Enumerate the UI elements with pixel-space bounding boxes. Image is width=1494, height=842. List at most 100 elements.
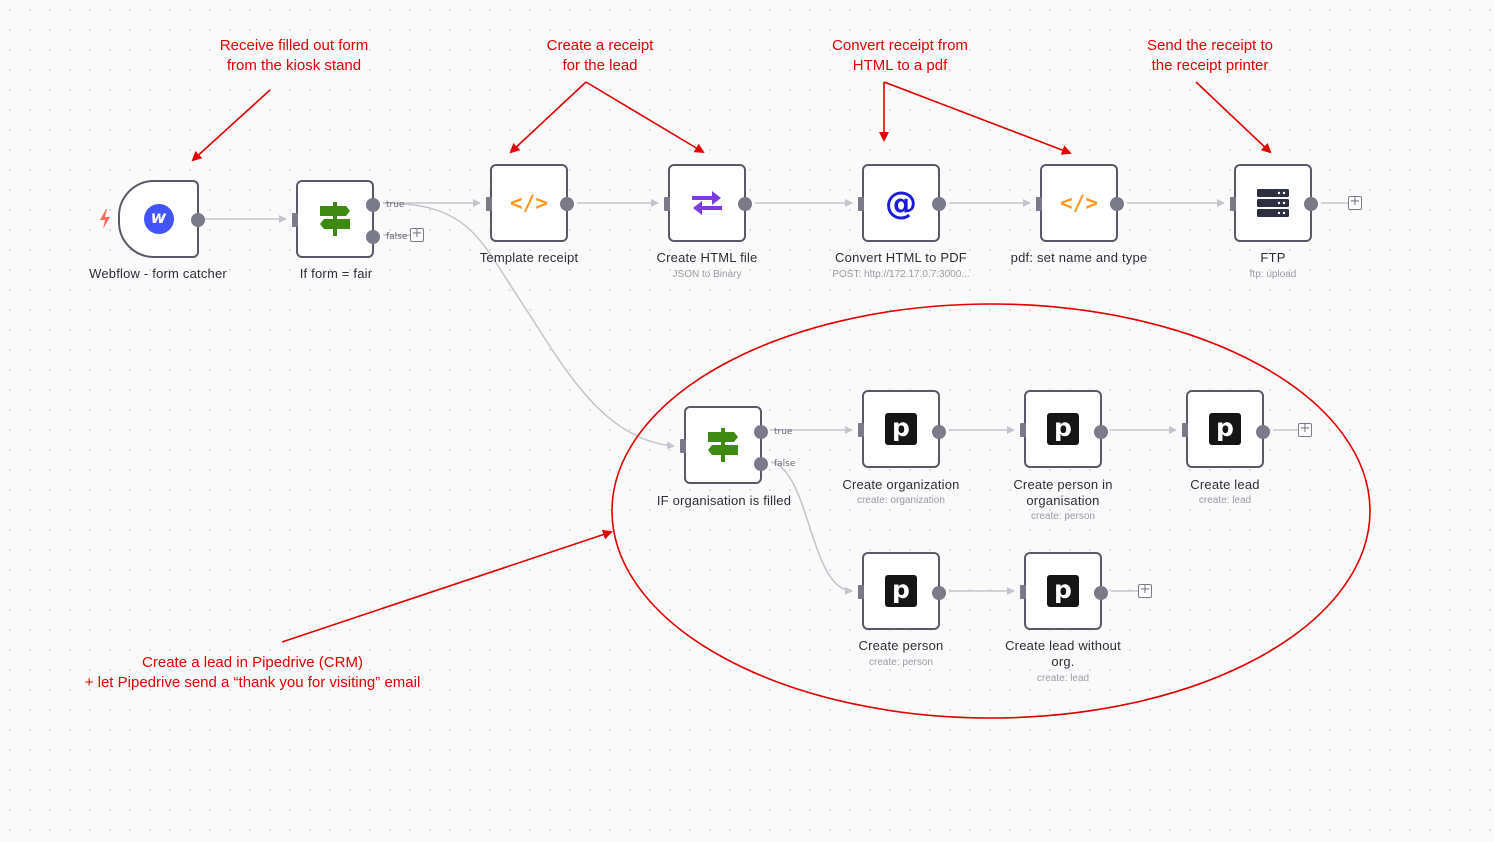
node-title: IF organisation is filled <box>656 493 792 508</box>
input-handle[interactable] <box>858 585 864 599</box>
node-ftp[interactable] <box>1230 164 1318 242</box>
add-node-button[interactable]: + <box>410 226 424 242</box>
output-handle[interactable] <box>1094 425 1108 439</box>
connection-iforg-false-person <box>770 461 853 595</box>
input-handle[interactable] <box>858 197 864 211</box>
input-handle[interactable] <box>1182 423 1188 437</box>
node-title: FTP <box>1260 250 1286 265</box>
node-create-person[interactable]: p <box>858 552 946 630</box>
input-handle[interactable] <box>680 439 686 453</box>
annotation-convert-receipt: Convert receipt from HTML to a pdf <box>790 36 1010 76</box>
node-if-form-fair[interactable]: true false <box>292 180 407 258</box>
node-template-receipt[interactable]: </> <box>486 164 574 242</box>
node-title: Webflow - form catcher <box>89 266 227 281</box>
node-if-organisation-filled[interactable]: true false <box>680 406 795 484</box>
code-icon: </> <box>510 191 548 215</box>
annotation-line: Create a lead in Pipedrive (CRM) <box>142 654 363 671</box>
node-title: If form = fair <box>299 266 373 281</box>
annotation-arrow-receipt-right <box>585 81 705 154</box>
input-handle[interactable] <box>664 197 670 211</box>
annotation-line: Send the receipt to <box>1147 37 1273 54</box>
node-create-lead[interactable]: p <box>1182 390 1270 468</box>
annotation-line: for the lead <box>562 57 638 74</box>
signpost-icon <box>320 202 350 236</box>
trigger-bolt-icon <box>100 209 110 229</box>
annotation-send-receipt: Send the receipt to the receipt printer <box>1110 36 1310 76</box>
add-node-button[interactable]: + <box>1348 194 1362 210</box>
node-subtitle: POST: http://172.17.0.7:3000... <box>832 269 970 280</box>
node-title: Template receipt <box>479 250 579 265</box>
node-title: Create lead without org. <box>1005 638 1121 669</box>
output-handle[interactable] <box>1256 425 1270 439</box>
node-create-organization[interactable]: p <box>858 390 946 468</box>
output-false-handle[interactable] <box>366 230 380 244</box>
node-title: Create HTML file <box>656 250 758 265</box>
output-handle[interactable] <box>1304 197 1318 211</box>
output-handle[interactable] <box>932 425 946 439</box>
input-handle[interactable] <box>1020 423 1026 437</box>
output-false-handle[interactable] <box>754 457 768 471</box>
node-convert-html-to-pdf[interactable]: @ <box>858 164 946 242</box>
node-subtitle: ftp: upload <box>1249 269 1297 280</box>
annotation-line: HTML to a pdf <box>852 57 948 74</box>
input-handle[interactable] <box>486 197 492 211</box>
node-subtitle: create: lead <box>1198 495 1252 506</box>
annotation-line: Create a receipt <box>546 37 654 54</box>
node-title: Create lead <box>1190 477 1260 492</box>
output-true-handle[interactable] <box>754 425 768 439</box>
node-subtitle: create: person <box>869 657 933 668</box>
node-title: Create organization <box>842 477 960 492</box>
input-handle[interactable] <box>1036 197 1042 211</box>
input-handle[interactable] <box>1020 585 1026 599</box>
node-pdf-set-name[interactable]: </> <box>1036 164 1124 242</box>
annotation-circle-pipedrive <box>611 303 1371 719</box>
output-handle[interactable] <box>1110 197 1124 211</box>
node-title: Create person <box>858 638 944 653</box>
node-subtitle: create: organization <box>857 495 945 506</box>
annotation-line: + let Pipedrive send a “thank you for vi… <box>84 674 421 691</box>
node-create-html-file[interactable] <box>664 164 752 242</box>
annotation-arrow-convert-right <box>883 81 1072 155</box>
signpost-icon <box>708 428 738 462</box>
at-sign-icon: @ <box>885 184 917 222</box>
annotation-line: the receipt printer <box>1151 57 1269 74</box>
output-handle[interactable] <box>191 213 205 227</box>
input-handle[interactable] <box>292 213 298 227</box>
input-handle[interactable] <box>858 423 864 437</box>
connection-if-iforg <box>382 202 675 450</box>
output-true-handle[interactable] <box>366 198 380 212</box>
false-label: false <box>386 232 408 242</box>
node-subtitle: create: person <box>1031 511 1095 522</box>
output-handle[interactable] <box>1094 586 1108 600</box>
annotation-create-receipt: Create a receipt for the lead <box>500 36 700 76</box>
output-handle[interactable] <box>932 197 946 211</box>
annotation-arrow-send <box>1195 81 1272 154</box>
node-subtitle: JSON to Binary <box>672 269 742 280</box>
server-icon <box>1257 189 1289 217</box>
swap-arrows-icon <box>692 191 722 215</box>
annotation-arrow-receipt-left <box>509 81 587 154</box>
pipedrive-icon: p <box>1047 575 1079 607</box>
add-node-button[interactable]: + <box>1138 582 1152 598</box>
pipedrive-icon: p <box>885 575 917 607</box>
node-title: Convert HTML to PDF <box>835 250 967 265</box>
pipedrive-icon: p <box>885 413 917 445</box>
annotation-arrow-receive <box>191 89 271 162</box>
node-create-lead-without-org[interactable]: p <box>1020 552 1108 630</box>
pipedrive-icon: p <box>1047 413 1079 445</box>
annotation-line: Receive filled out form <box>219 37 369 54</box>
false-label: false <box>774 459 796 469</box>
node-webflow-form-catcher[interactable]: w <box>118 180 205 258</box>
true-label: true <box>386 200 405 210</box>
add-node-button[interactable]: + <box>1298 421 1312 437</box>
output-handle[interactable] <box>560 197 574 211</box>
output-handle[interactable] <box>738 197 752 211</box>
node-title: Create person in organisation <box>1013 477 1113 508</box>
input-handle[interactable] <box>1230 197 1236 211</box>
node-title: pdf: set name and type <box>1010 250 1148 265</box>
annotation-arrow-pipedrive <box>281 529 613 643</box>
node-create-person-in-organisation[interactable]: p <box>1020 390 1108 468</box>
true-label: true <box>774 427 793 437</box>
output-handle[interactable] <box>932 586 946 600</box>
